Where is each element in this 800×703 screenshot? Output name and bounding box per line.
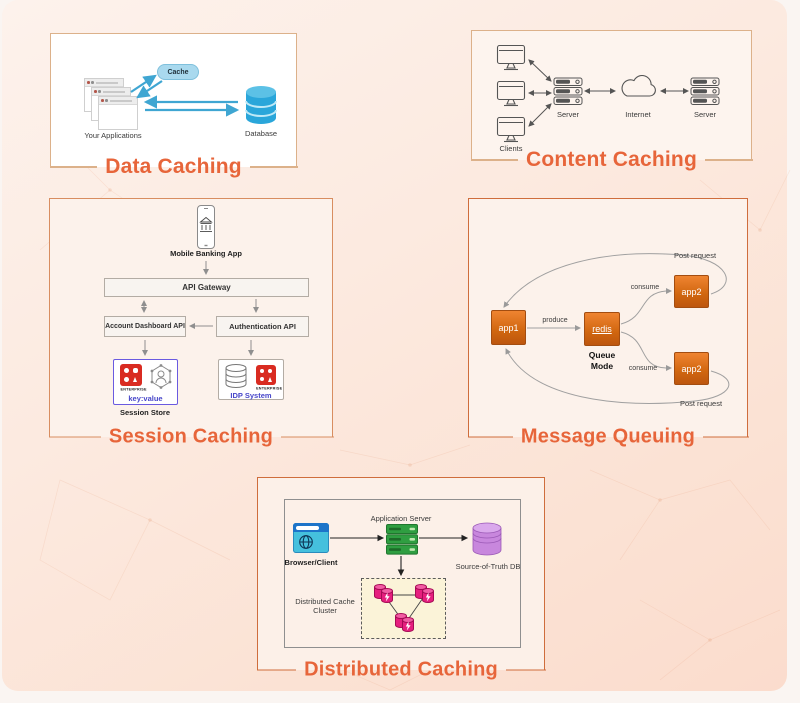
database-cylinder-icon <box>245 86 277 124</box>
globe-icon <box>299 535 313 549</box>
app1-node: app1 <box>491 310 526 345</box>
consume-bottom-label: consume <box>628 365 658 372</box>
distributed-caching-arrows <box>330 534 469 577</box>
queue-mode-label: Queue Mode <box>588 350 616 371</box>
client-monitor-icon <box>496 116 526 143</box>
panel-message-queuing: app1 redis app2 app2 produce consume con… <box>467 198 749 448</box>
database-label: Database <box>244 129 278 138</box>
redis-enterprise-logo <box>256 365 276 385</box>
source-of-truth-db-label: Source-of-Truth DB <box>455 562 521 571</box>
authentication-api-box: Authentication API <box>216 316 309 337</box>
enterprise-label: ENTERPRISE <box>120 388 147 392</box>
panel-session-caching: Mobile Banking App API Gateway Account D… <box>48 198 334 448</box>
panel-footer: Session Caching <box>48 425 334 449</box>
panel-footer: Distributed Caching <box>256 658 546 682</box>
post-request-top-label: Post request <box>673 251 717 260</box>
data-caching-title: Data Caching <box>105 155 242 178</box>
session-caching-title: Session Caching <box>108 425 274 448</box>
cache-cluster-box <box>361 578 446 639</box>
authentication-api-label: Authentication API <box>229 322 296 331</box>
cache-label: Cache <box>167 68 189 76</box>
key-value-label: key:value <box>128 394 163 403</box>
session-store-label: Session Store <box>119 408 171 417</box>
app2-bottom-node: app2 <box>674 352 709 385</box>
browser-client-icon <box>293 523 329 553</box>
panel-distributed-caching: Browser/Client Application Server <box>256 477 546 681</box>
cache-server-icon <box>553 77 583 105</box>
client-monitor-icon <box>496 80 526 107</box>
message-queuing-title: Message Queuing <box>520 425 696 448</box>
account-dashboard-api-box: Account Dashboard API <box>104 316 186 337</box>
idp-system-box: ENTERPRISE IDP System <box>218 359 284 400</box>
application-server-label: Application Server <box>370 514 432 523</box>
distributed-cache-cluster-label: Distributed Cache Cluster <box>295 597 355 616</box>
your-applications-label: Your Applications <box>84 131 142 140</box>
post-request-bottom-label: Post request <box>679 399 723 408</box>
cache-node: Cache <box>157 64 199 80</box>
cache-cluster-nodes <box>374 584 434 632</box>
session-store-box: ENTERPRISE key:value <box>113 359 178 405</box>
app2-label: app2 <box>681 363 702 374</box>
panel-data-caching: Your Applications Cache Database <box>49 33 298 178</box>
idp-database-icon <box>225 364 247 388</box>
api-gateway-box: API Gateway <box>104 278 309 297</box>
redis-enterprise-logo <box>120 364 142 386</box>
produce-label: produce <box>542 317 568 324</box>
mobile-banking-app-label: Mobile Banking App <box>170 249 242 258</box>
account-dashboard-api-label: Account Dashboard API <box>105 323 185 330</box>
redis-node: redis <box>584 312 620 346</box>
api-gateway-label: API Gateway <box>182 283 231 292</box>
panel-footer: Content Caching <box>470 148 753 172</box>
message-queuing-arrows <box>503 253 730 404</box>
server-left-label: Server <box>556 110 580 119</box>
content-caching-arrows <box>528 59 689 127</box>
internet-label: Internet <box>625 110 651 119</box>
session-caching-arrows <box>141 261 259 356</box>
app2-label: app2 <box>681 286 702 297</box>
app2-top-node: app2 <box>674 275 709 308</box>
client-monitor-icon <box>496 44 526 71</box>
enterprise-label: ENTERPRISE <box>256 387 283 391</box>
content-caching-title: Content Caching <box>526 148 697 171</box>
clients-label: Clients <box>499 144 523 153</box>
internet-cloud-icon <box>621 75 656 97</box>
application-server-icon <box>386 524 418 555</box>
idp-system-label: IDP System <box>230 391 272 400</box>
consume-top-label: consume <box>630 284 660 291</box>
mobile-banking-phone-icon <box>197 205 215 249</box>
server-right-label: Server <box>693 110 717 119</box>
app1-label: app1 <box>498 322 519 333</box>
panel-footer: Data Caching <box>49 155 298 179</box>
redis-label: redis <box>592 324 612 334</box>
browser-client-label: Browser/Client <box>284 558 338 567</box>
origin-server-icon <box>690 77 720 105</box>
app-window-icon <box>98 96 138 130</box>
distributed-caching-title: Distributed Caching <box>304 658 498 681</box>
panel-footer: Message Queuing <box>467 425 749 449</box>
hexagon-user-icon <box>150 364 172 389</box>
distributed-diagram-frame <box>284 499 521 648</box>
source-of-truth-db-icon <box>472 522 502 556</box>
data-caching-arrows <box>130 74 240 117</box>
panel-content-caching: Clients Server Internet <box>470 30 753 171</box>
